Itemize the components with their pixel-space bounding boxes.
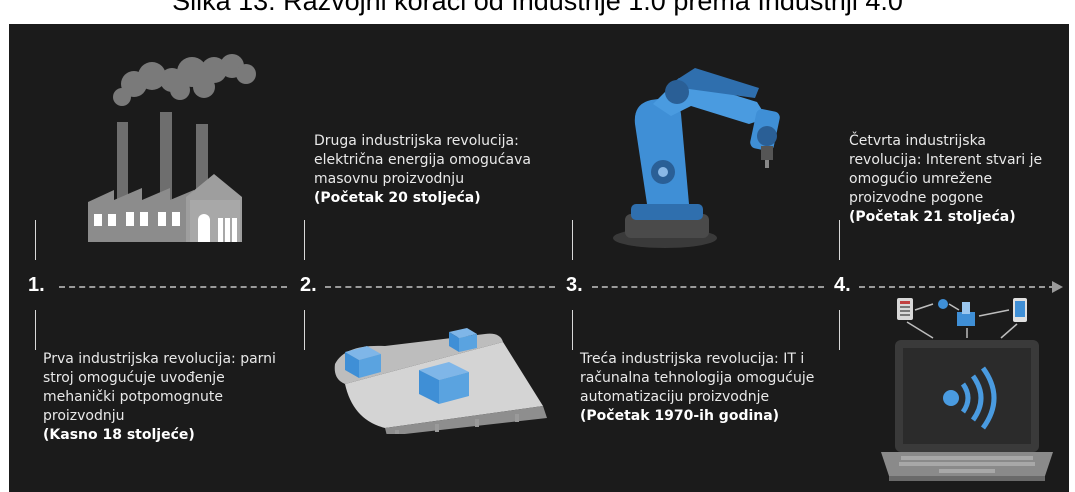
- stage-4-text: Četvrta industrijska revolucija: Interen…: [849, 133, 1043, 206]
- timeline-segment-2: [325, 286, 555, 288]
- factory-icon: [88, 54, 256, 242]
- timeline-segment-4: [859, 286, 1055, 288]
- timeline-panel: 1. 2. 3. 4. Prva industrijska revolucija…: [9, 24, 1069, 492]
- stage-4-divider-bottom: [839, 310, 840, 350]
- stage-1-period: (Kasno 18 stoljeće): [43, 427, 195, 443]
- stage-3-text: Treća industrijska revolucija: IT i raču…: [580, 351, 815, 405]
- figure-caption: Slika 13: Razvojni koraci od Industrije …: [172, 0, 903, 16]
- stage-2-description: Druga industrijska revolucija: električn…: [314, 132, 559, 208]
- stage-1-divider-top: [35, 220, 36, 260]
- stage-1-description: Prva industrijska revolucija: parni stro…: [43, 350, 298, 445]
- stage-1-text: Prva industrijska revolucija: parni stro…: [43, 351, 276, 424]
- stage-1-number: 1.: [28, 274, 45, 296]
- stage-2-number: 2.: [300, 274, 317, 296]
- conveyor-belt-icon: [334, 328, 547, 434]
- timeline-arrow-icon: [1052, 281, 1063, 293]
- stage-4-period: (Početak 21 stoljeća): [849, 209, 1016, 225]
- stage-3-divider-bottom: [572, 310, 573, 350]
- stage-4-divider-top: [839, 220, 840, 260]
- stage-2-divider-bottom: [304, 310, 305, 350]
- stage-3-divider-top: [572, 220, 573, 260]
- connected-laptop-icon: [881, 298, 1053, 481]
- stage-4-number: 4.: [834, 274, 851, 296]
- robot-arm-icon: [613, 68, 780, 248]
- timeline-segment-3: [592, 286, 824, 288]
- stage-2-period: (Početak 20 stoljeća): [314, 190, 481, 206]
- stage-4-description: Četvrta industrijska revolucija: Interen…: [849, 132, 1059, 227]
- stage-2-divider-top: [304, 220, 305, 260]
- stage-1-divider-bottom: [35, 310, 36, 350]
- timeline-segment-1: [59, 286, 287, 288]
- stage-3-period: (Početak 1970-ih godina): [580, 408, 780, 424]
- stage-2-text: Druga industrijska revolucija: električn…: [314, 133, 531, 187]
- stage-3-description: Treća industrijska revolucija: IT i raču…: [580, 350, 835, 426]
- stage-3-number: 3.: [566, 274, 583, 296]
